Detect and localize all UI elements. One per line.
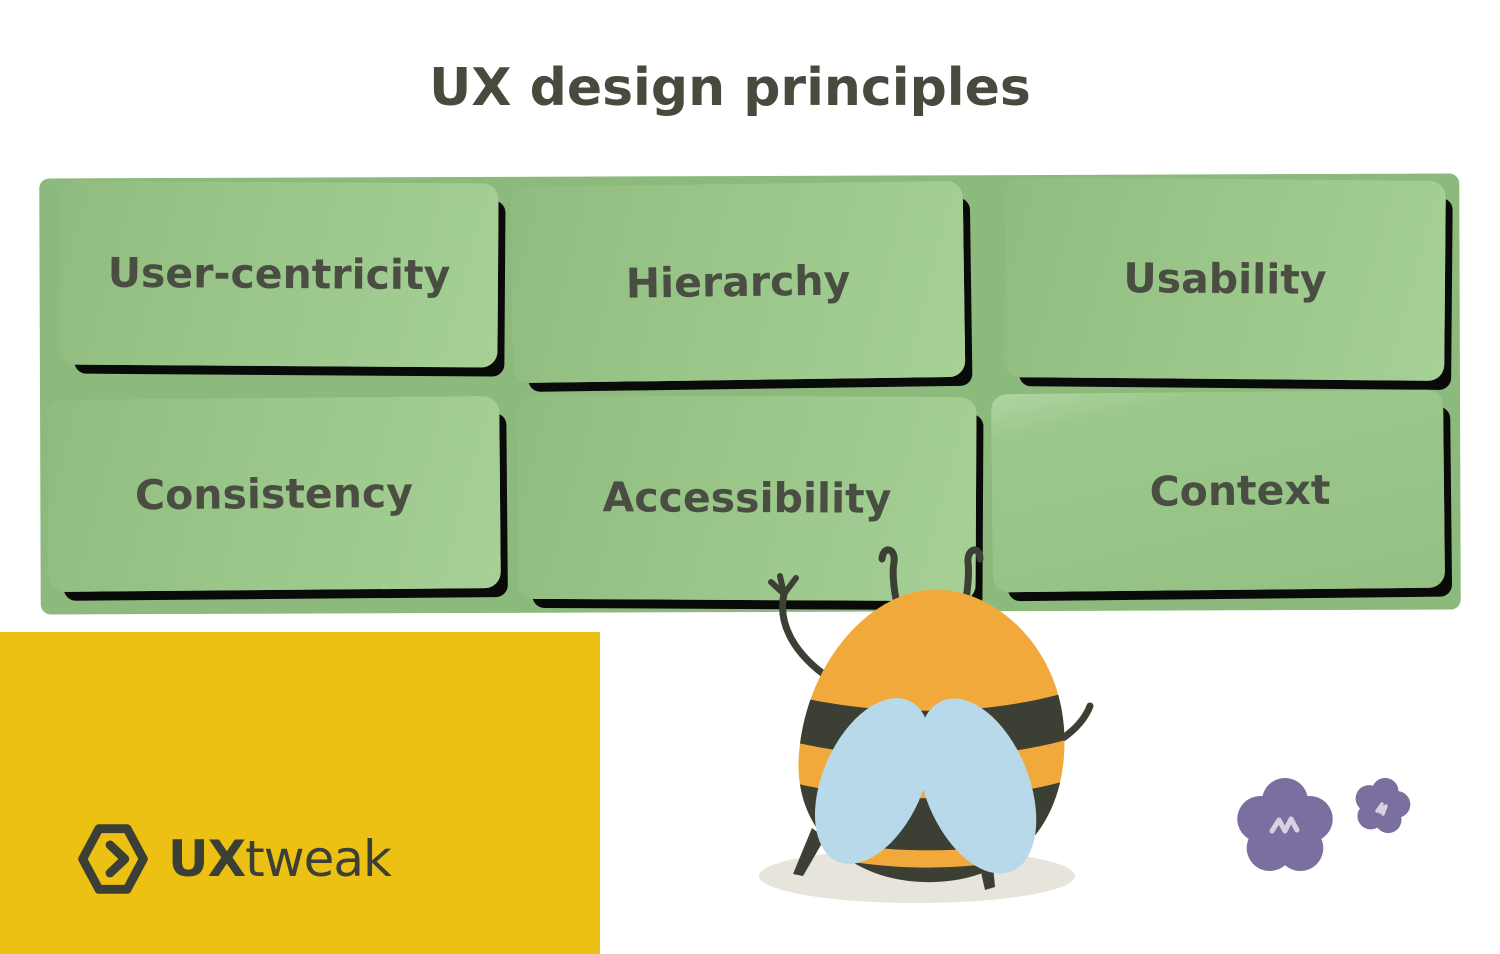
bee-mascot-illustration: [759, 546, 1094, 903]
note-label: Hierarchy: [625, 256, 851, 308]
sticky-note-usability: Usability: [1004, 177, 1446, 381]
large-flower-icon: [1237, 778, 1333, 871]
sticky-note-hierarchy: Hierarchy: [510, 180, 966, 384]
uxtweak-logo: UXtweak: [76, 820, 392, 898]
logo-text-ux: UX: [168, 830, 246, 888]
note-label: Accessibility: [602, 473, 892, 523]
note-label: Usability: [1123, 254, 1327, 304]
chevron-right-icon: [105, 840, 130, 878]
purple-flowers-illustration: [1237, 772, 1415, 871]
logo-text-tweak: tweak: [245, 830, 392, 888]
note-label: Context: [1149, 465, 1331, 516]
sticky-note-consistency: Consistency: [47, 396, 501, 592]
note-label: Consistency: [134, 468, 414, 520]
large-flower-center: [1269, 816, 1300, 834]
bee-stripe-bottom: [798, 830, 1065, 883]
logo-wordmark: UXtweak: [168, 830, 392, 888]
small-flower-center: [1375, 802, 1388, 816]
bee-left-wing: [814, 698, 932, 864]
sticky-note-user-centricity: User-centricity: [59, 180, 499, 368]
brand-panel: [0, 632, 600, 954]
bee-left-arm: [779, 590, 833, 682]
bee-right-wing: [917, 698, 1037, 874]
note-label: User-centricity: [107, 248, 451, 300]
bee-left-hand: [768, 573, 799, 597]
bee-left-leg: [793, 828, 825, 876]
page-title: UX design principles: [429, 58, 1031, 118]
uxtweak-hexagon-icon: [78, 824, 148, 894]
